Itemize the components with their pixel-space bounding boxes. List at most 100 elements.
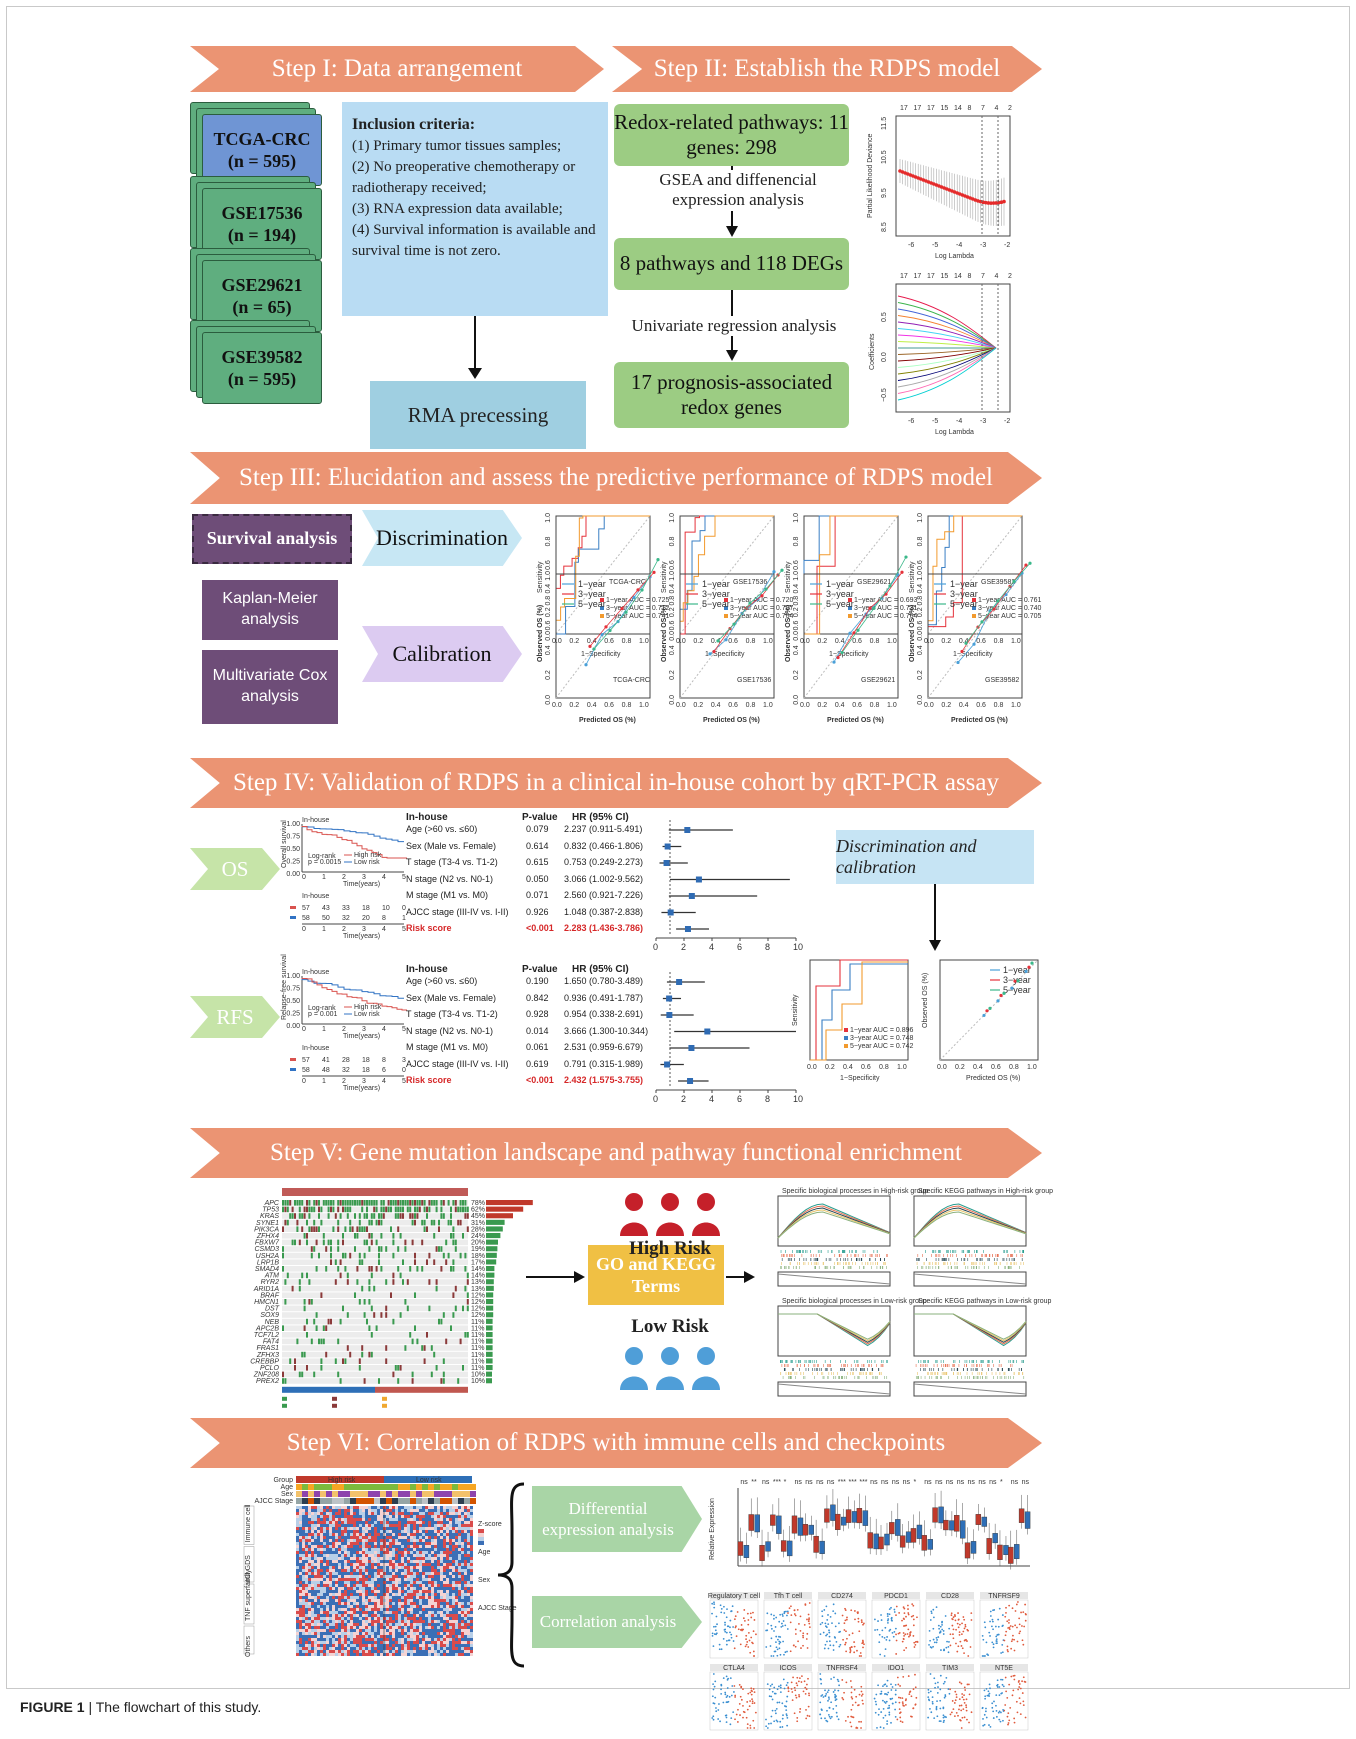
heat-cell xyxy=(353,1572,356,1575)
heat-cell xyxy=(320,1635,323,1638)
heat-cell xyxy=(335,1581,338,1584)
x-tick-label: 4 xyxy=(709,942,714,952)
calibration-point xyxy=(656,558,660,562)
mutation-cell xyxy=(378,1259,380,1265)
mutation-cell xyxy=(411,1200,414,1206)
heat-cell xyxy=(368,1584,371,1587)
heat-cell xyxy=(416,1632,419,1635)
heat-cell xyxy=(374,1611,377,1614)
heat-cell xyxy=(431,1515,434,1518)
x-axis-label: Time(years) xyxy=(343,1085,380,1092)
heat-cell xyxy=(395,1596,398,1599)
heat-cell xyxy=(413,1533,416,1536)
heat-cell xyxy=(452,1569,455,1572)
x-tick-label: 0.8 xyxy=(870,702,880,709)
mutation-cell xyxy=(392,1239,395,1246)
heat-cell xyxy=(461,1596,464,1599)
heat-cell xyxy=(392,1626,395,1629)
heat-cell xyxy=(419,1599,422,1602)
heat-cell xyxy=(329,1530,332,1533)
heat-cell xyxy=(374,1614,377,1617)
heat-cell xyxy=(404,1641,407,1644)
y-tick-label: 0.0 xyxy=(917,695,924,705)
heat-cell xyxy=(299,1557,302,1560)
heat-cell xyxy=(404,1638,407,1641)
heat-cell xyxy=(428,1596,431,1599)
heat-cell xyxy=(350,1509,353,1512)
heat-cell xyxy=(398,1596,401,1599)
heat-cell xyxy=(338,1515,341,1518)
heat-cell xyxy=(371,1560,374,1563)
heat-cell xyxy=(416,1563,419,1566)
heat-cell xyxy=(344,1566,347,1569)
heat-cell xyxy=(368,1617,371,1620)
heat-cell xyxy=(374,1602,377,1605)
heat-cell xyxy=(401,1524,404,1527)
heat-cell xyxy=(395,1611,398,1614)
heat-cell xyxy=(368,1512,371,1515)
heat-cell xyxy=(458,1524,461,1527)
heat-cell xyxy=(311,1548,314,1551)
heat-cell xyxy=(332,1506,335,1509)
heat-cell xyxy=(431,1587,434,1590)
mutation-cell xyxy=(318,1206,320,1213)
heat-cell xyxy=(398,1638,401,1641)
risk-count-low: 50 xyxy=(322,915,330,922)
mutation-cell xyxy=(421,1200,424,1206)
heat-cell xyxy=(377,1596,380,1599)
heat-cell xyxy=(425,1581,428,1584)
forest-row-label: AJCC stage (III-IV vs. I-II) xyxy=(406,1058,509,1069)
ideal-line xyxy=(939,959,1039,1061)
heat-cell xyxy=(410,1506,413,1509)
heat-cell xyxy=(323,1506,326,1509)
heat-cell xyxy=(425,1623,428,1626)
heat-cell xyxy=(425,1530,428,1533)
heat-cell xyxy=(332,1590,335,1593)
heat-cell xyxy=(425,1614,428,1617)
gene-freq-bar xyxy=(486,1279,494,1285)
ideal-line xyxy=(803,573,899,699)
heat-cell xyxy=(464,1527,467,1530)
mutation-cell xyxy=(368,1325,371,1331)
heat-cell xyxy=(350,1593,353,1596)
gene-label: KRAS xyxy=(260,1213,279,1220)
heat-cell xyxy=(341,1599,344,1602)
heat-cell xyxy=(377,1587,380,1590)
heat-cell xyxy=(458,1521,461,1524)
heat-cell xyxy=(380,1506,383,1509)
heat-cell xyxy=(413,1506,416,1509)
mutation-cell xyxy=(418,1206,421,1213)
heat-cell xyxy=(395,1554,398,1557)
heat-cell xyxy=(449,1611,452,1614)
heat-cell xyxy=(371,1629,374,1632)
heat-cell xyxy=(455,1605,458,1608)
gene-row-bg xyxy=(282,1358,468,1364)
heat-cell xyxy=(338,1524,341,1527)
heat-cell xyxy=(470,1515,473,1518)
heat-cell xyxy=(386,1542,389,1545)
arrow-down-icon xyxy=(468,316,482,379)
heat-cell xyxy=(440,1524,443,1527)
heat-cell xyxy=(467,1524,470,1527)
heat-cell xyxy=(356,1518,359,1521)
heat-cell xyxy=(371,1554,374,1557)
heat-cell xyxy=(368,1623,371,1626)
heat-cell xyxy=(386,1602,389,1605)
heat-cell xyxy=(389,1581,392,1584)
annotation-cell xyxy=(434,1484,440,1490)
heat-cell xyxy=(341,1518,344,1521)
gene-label: ARID1A xyxy=(253,1286,280,1293)
x-tick-label: 0.8 xyxy=(746,638,756,645)
heat-cell xyxy=(311,1572,314,1575)
hr-point xyxy=(684,827,691,833)
heat-cell xyxy=(413,1635,416,1638)
heat-cell xyxy=(344,1527,347,1530)
mutation-cell xyxy=(294,1200,296,1206)
mutation-cell xyxy=(399,1365,402,1371)
heat-cell xyxy=(356,1572,359,1575)
risk-count-high: 18 xyxy=(362,1057,370,1064)
mutation-cell xyxy=(459,1338,462,1345)
annotation-cell xyxy=(338,1491,344,1497)
heat-cell xyxy=(311,1641,314,1644)
heat-cell xyxy=(368,1572,371,1575)
